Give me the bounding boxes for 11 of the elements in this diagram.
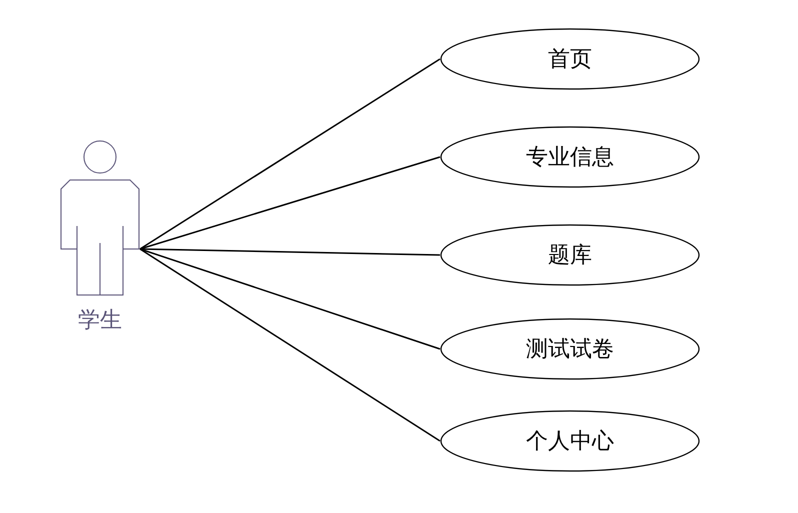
- association-line: [140, 248, 440, 350]
- association-line: [140, 248, 440, 442]
- use-case-label: 测试试卷: [525, 336, 615, 364]
- association-line: [140, 58, 440, 250]
- use-case-label: 个人中心: [525, 428, 615, 456]
- use-case-label: 题库: [547, 242, 593, 270]
- use-case-label: 专业信息: [525, 144, 615, 172]
- association-line: [140, 156, 440, 250]
- actor-label: 学生: [77, 307, 123, 335]
- use-case-label: 首页: [547, 46, 593, 74]
- association-line: [140, 248, 440, 256]
